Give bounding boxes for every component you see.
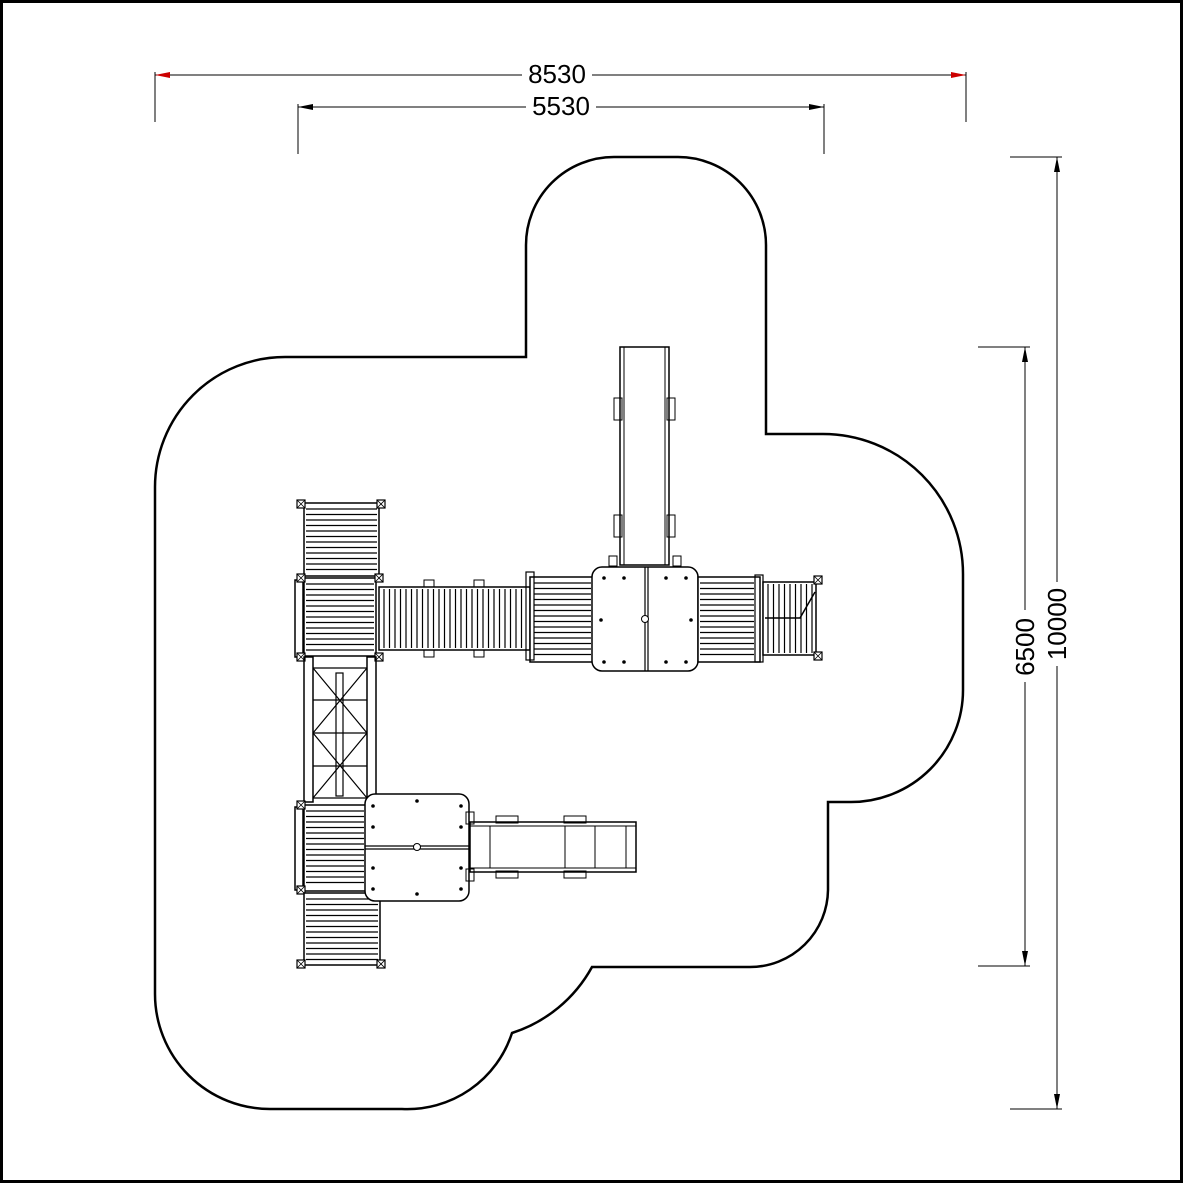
dimension-overall-depth: 10000 bbox=[1010, 156, 1072, 1110]
climbing-net-vertical bbox=[303, 656, 377, 803]
deck-bottom-left bbox=[294, 800, 367, 895]
safety-zone-outline bbox=[153, 155, 965, 1111]
deck-center bbox=[525, 571, 594, 663]
tower-roof-bottom bbox=[364, 793, 470, 902]
deck-top-left bbox=[296, 499, 386, 577]
bridge-horizontal bbox=[378, 579, 531, 658]
climbing-ramp-right bbox=[762, 575, 823, 661]
deck-bottom-extension bbox=[296, 892, 386, 969]
dimension-label-8530: 8530 bbox=[528, 59, 586, 89]
dimension-label-10000: 10000 bbox=[1042, 588, 1072, 660]
slide-short-right bbox=[465, 811, 637, 882]
deck-right bbox=[697, 574, 764, 663]
dimension-overall-width: 8530 bbox=[154, 59, 967, 122]
slide-long-top bbox=[608, 346, 682, 567]
tower-roof-center bbox=[591, 566, 699, 672]
dimension-label-5530: 5530 bbox=[532, 91, 590, 121]
deck-middle-left bbox=[294, 573, 384, 662]
dimension-label-6500: 6500 bbox=[1010, 618, 1040, 676]
dimension-equipment-depth: 6500 bbox=[978, 346, 1040, 967]
dimension-equipment-width: 5530 bbox=[297, 91, 825, 154]
